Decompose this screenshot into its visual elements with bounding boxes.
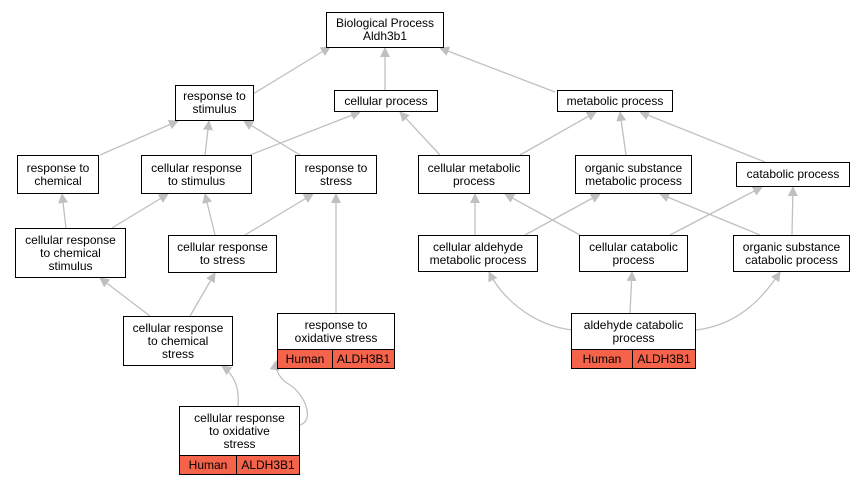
node-cellular-process[interactable]: cellular process [334,90,438,112]
edge [504,193,581,236]
node-metabolic-process[interactable]: metabolic process [557,90,673,112]
edge [524,193,601,236]
edge [695,271,781,331]
node-label: response to oxidative stress [277,313,395,349]
gene-annotation: Human ALDH3B1 [277,349,395,369]
node-cellular-catabolic-process[interactable]: cellular catabolic process [579,235,688,272]
edge [244,193,314,236]
species-label: Human [180,456,237,474]
edge [243,120,301,156]
edge [221,365,239,407]
edge [189,272,216,317]
edge [439,46,556,93]
node-organic-substance-catabolic-process[interactable]: organic substance catabolic process [733,235,850,272]
node-organic-substance-metabolic-process[interactable]: organic substance metabolic process [575,155,692,194]
node-aldehyde-catabolic-process[interactable]: aldehyde catabolic process Human ALDH3B1 [571,313,696,369]
edge [202,193,216,236]
gene-annotation: Human ALDH3B1 [179,455,300,475]
edge [58,193,69,229]
edge [99,120,179,156]
edge [249,110,361,156]
node-response-to-stimulus[interactable]: response to stimulus [175,85,254,121]
node-cellular-aldehyde-metabolic-process[interactable]: cellular aldehyde metabolic process [418,235,538,272]
edge [252,46,331,95]
edge [659,192,761,236]
edge [616,111,627,156]
node-cellular-response-to-stimulus[interactable]: cellular response to stimulus [141,155,252,194]
species-label: Human [278,350,333,368]
node-catabolic-process[interactable]: catabolic process [736,162,850,187]
edge [399,111,441,156]
node-cellular-response-to-stress[interactable]: cellular response to stress [168,235,277,273]
gene-label[interactable]: ALDH3B1 [336,351,391,366]
edge [626,271,637,314]
node-cellular-response-to-chemical-stress[interactable]: cellular response to chemical stress [123,316,233,366]
edge [519,111,597,156]
edge [202,120,213,156]
node-root[interactable]: Biological Process Aldh3b1 [326,12,444,48]
node-cellular-metabolic-process[interactable]: cellular metabolic process [418,155,530,194]
node-response-to-stress[interactable]: response to stress [295,155,377,194]
edge [99,277,151,317]
node-label: aldehyde catabolic process [571,313,696,349]
gene-annotation: Human ALDH3B1 [571,349,696,369]
gene-label[interactable]: ALDH3B1 [637,351,691,366]
edge [488,271,573,331]
node-label: cellular response to oxidative stress [179,406,300,455]
node-cellular-response-to-oxidative-stress[interactable]: cellular response to oxidative stress Hu… [179,406,300,475]
edge [111,193,169,229]
gene-label[interactable]: ALDH3B1 [241,457,295,472]
edge [269,360,309,426]
species-label: Human [572,350,633,368]
node-cellular-response-to-chemical-stimulus[interactable]: cellular response to chemical stimulus [15,228,126,278]
node-response-to-oxidative-stress[interactable]: response to oxidative stress Human ALDH3… [277,313,395,369]
edge [787,186,798,236]
edge [639,110,766,163]
node-response-to-chemical[interactable]: response to chemical [17,155,99,194]
edge [669,186,763,236]
